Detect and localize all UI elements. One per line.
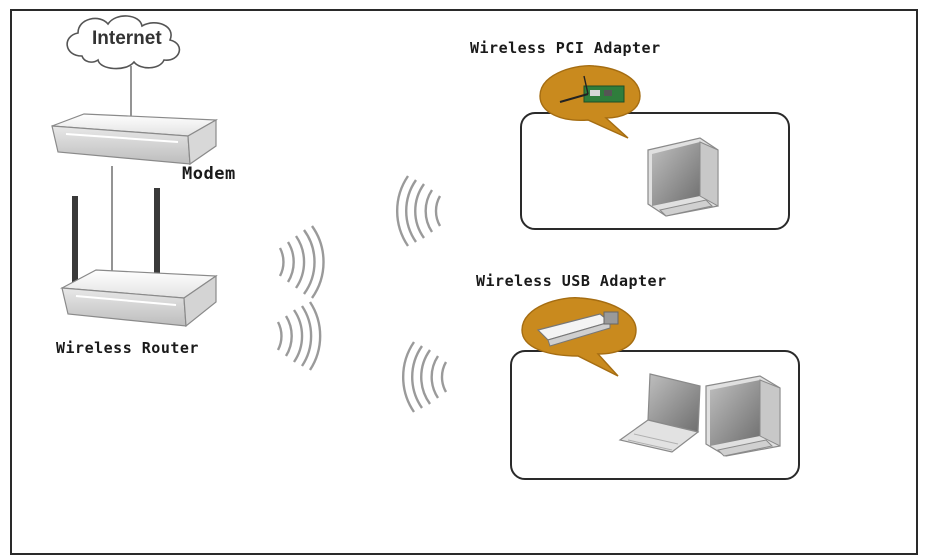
desktop-pc-icon [647,137,719,217]
router-wave-upper-icon [278,225,325,299]
modem-icon [51,113,219,166]
pc-wave-upper-icon [395,175,442,247]
wireless-router-icon [59,188,218,328]
pci-card-icon [559,75,625,103]
desktop-pc-2-icon [705,375,781,457]
modem-label: Modem [182,164,236,184]
internet-label: Internet [92,28,162,49]
laptop-icon [618,373,701,453]
pci-adapter-label: Wireless PCI Adapter [470,39,661,57]
router-wave-lower-icon [276,301,322,371]
pc-wave-lower-icon [401,341,448,413]
usb-dongle-icon [536,311,619,347]
usb-adapter-label: Wireless USB Adapter [476,272,667,290]
router-label: Wireless Router [56,339,199,357]
internet-cloud-icon [66,15,181,70]
